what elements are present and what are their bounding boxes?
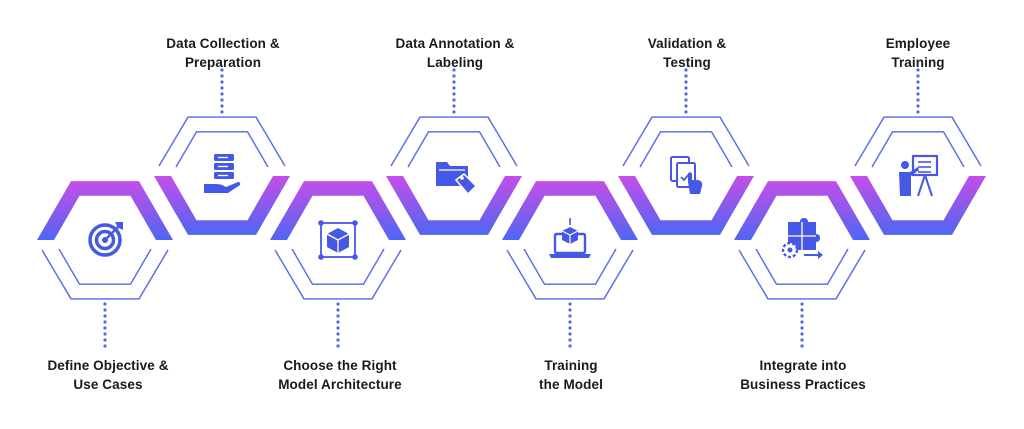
step-2-line1: Data Collection & [166, 36, 280, 51]
step-5-line2: the Model [539, 377, 603, 392]
step-5-line1: Training [544, 358, 598, 373]
hex-inner-outline-8 [871, 131, 965, 168]
folder-tag-icon [436, 162, 478, 196]
hexagon-step-8 [850, 116, 986, 235]
document-check-icon [670, 156, 703, 194]
hex-inner-outline-3 [291, 248, 385, 285]
hex-band-6 [618, 176, 754, 235]
dotted-connector-4 [452, 68, 456, 114]
hex-band-3 [270, 181, 406, 240]
step-1-label: Define Objective & Use Cases [18, 356, 198, 394]
dotted-connector-7 [800, 302, 804, 348]
step-5-label: Training the Model [481, 356, 661, 394]
hex-band-7 [734, 181, 870, 240]
dotted-connector-5 [568, 302, 572, 348]
step-7-line1: Integrate into [759, 358, 847, 373]
cube-model-icon [318, 220, 358, 260]
step-1-line1: Define Objective & [47, 358, 169, 373]
step-1-line2: Use Cases [73, 377, 143, 392]
step-4-line1: Data Annotation & [395, 36, 515, 51]
hex-outer-outline-4 [390, 116, 518, 167]
puzzle-gear-icon [781, 218, 823, 259]
hex-band-2 [154, 176, 290, 235]
step-4-label: Data Annotation & Labeling [365, 34, 545, 72]
step-3-line2: Model Architecture [278, 377, 402, 392]
hexagon-step-6 [618, 116, 754, 235]
hex-outer-outline-5 [506, 249, 634, 300]
dotted-connector-1 [103, 302, 107, 348]
hex-outer-outline-6 [622, 116, 750, 167]
hex-outer-outline-1 [41, 249, 169, 300]
hex-band-8 [850, 176, 986, 235]
step-2-label: Data Collection & Preparation [133, 34, 313, 72]
step-8-line1: Employee [885, 36, 951, 51]
presenter-board-icon [899, 154, 939, 197]
step-8-label: Employee Training [828, 34, 1008, 72]
hex-outer-outline-7 [738, 249, 866, 300]
hexagon-step-7 [734, 181, 870, 300]
hexagon-step-1 [37, 181, 173, 300]
step-8-line2: Training [891, 55, 945, 70]
hex-band-1 [37, 181, 173, 240]
step-6-line2: Testing [663, 55, 711, 70]
hex-inner-outline-4 [407, 131, 501, 168]
hex-inner-outline-1 [58, 248, 152, 285]
server-hand-icon [204, 154, 241, 193]
hex-inner-outline-6 [639, 131, 733, 168]
hex-outer-outline-2 [158, 116, 286, 167]
hexagon-step-2 [154, 116, 290, 235]
hex-outer-outline-8 [854, 116, 982, 167]
step-6-line1: Validation & [647, 36, 727, 51]
dotted-connector-6 [684, 68, 688, 114]
hexagon-step-5 [502, 181, 638, 300]
hex-inner-outline-5 [523, 248, 617, 285]
step-7-label: Integrate into Business Practices [713, 356, 893, 394]
hex-band-5 [502, 181, 638, 240]
step-7-line2: Business Practices [740, 377, 866, 392]
hex-band-4 [386, 176, 522, 235]
step-2-line2: Preparation [184, 55, 262, 70]
target-icon [88, 222, 123, 257]
step-6-label: Validation & Testing [597, 34, 777, 72]
step-3-line1: Choose the Right [283, 358, 397, 373]
laptop-box-icon [549, 218, 591, 258]
dotted-connector-3 [336, 302, 340, 348]
dotted-connector-8 [916, 68, 920, 114]
hexagon-step-4 [386, 116, 522, 235]
step-3-label: Choose the Right Model Architecture [250, 356, 430, 394]
dotted-connector-2 [220, 68, 224, 114]
hex-inner-outline-7 [755, 248, 849, 285]
step-4-line2: Labeling [426, 55, 484, 70]
hex-outer-outline-3 [274, 249, 402, 300]
hex-inner-outline-2 [175, 131, 269, 168]
hexagon-step-3 [270, 181, 406, 300]
